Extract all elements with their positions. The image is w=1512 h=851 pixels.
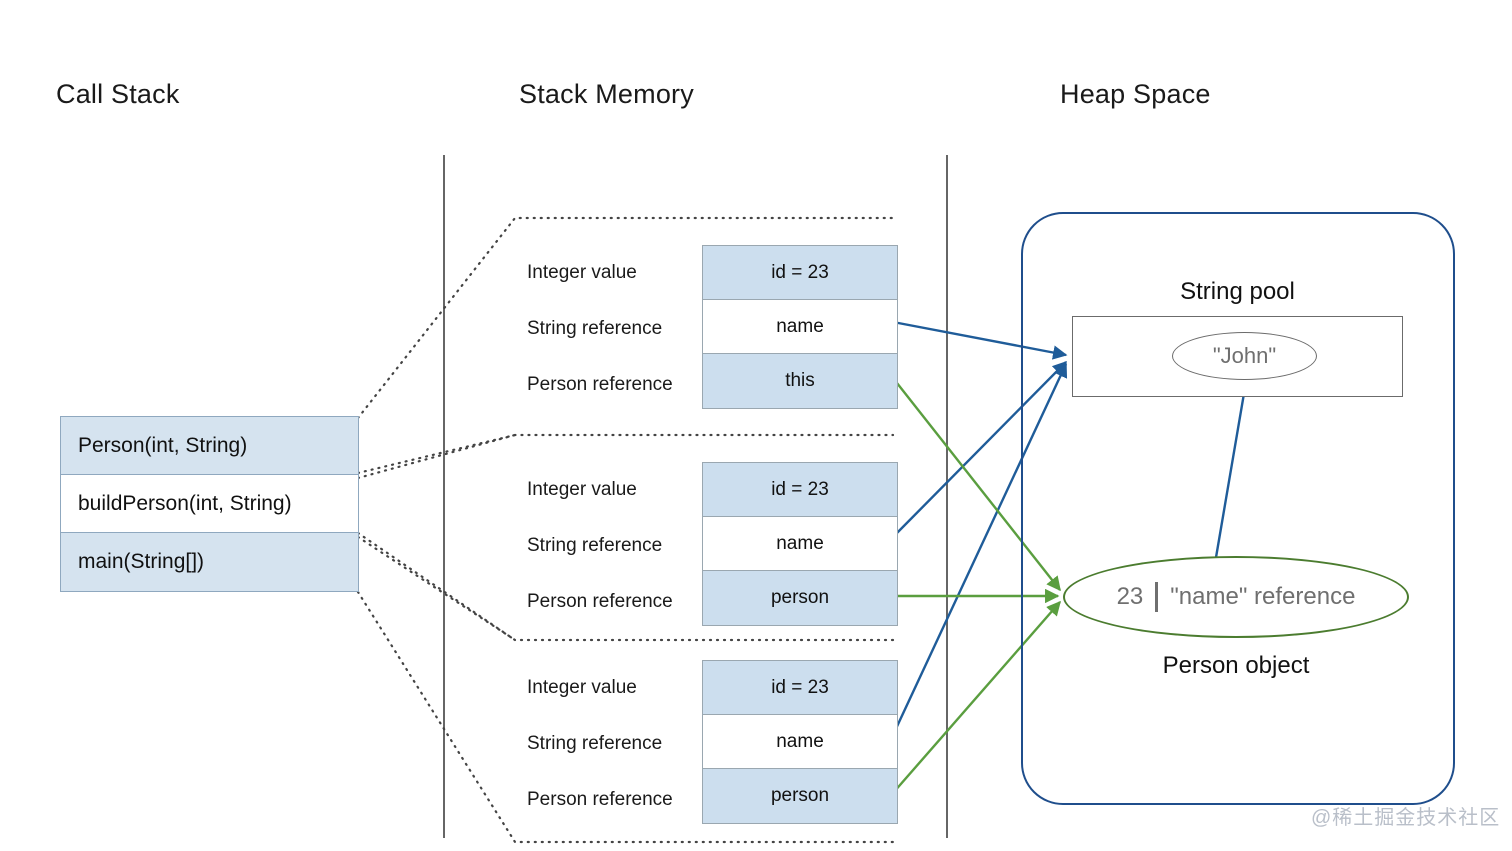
- call-stack-frame-person[interactable]: Person(int, String): [61, 417, 358, 475]
- stack-frame-2-cells: id = 23 name person: [702, 462, 898, 626]
- call-stack-frame-main[interactable]: main(String[]): [61, 533, 358, 591]
- person-object-id: 23: [1116, 583, 1144, 610]
- stack-frame-3-cells: id = 23 name person: [702, 660, 898, 824]
- string-pool-title: String pool: [1180, 278, 1295, 305]
- interned-string-john: "John": [1172, 332, 1317, 380]
- call-stack-frame-buildperson[interactable]: buildPerson(int, String): [61, 475, 358, 533]
- row-label-integer-value: Integer value: [527, 677, 637, 698]
- cell-integer-value: id = 23: [703, 463, 897, 517]
- heap-space-container: [1021, 212, 1455, 805]
- cell-string-reference: name: [703, 715, 897, 769]
- person-object-caption: Person object: [1162, 652, 1310, 679]
- row-label-person-reference: Person reference: [527, 591, 673, 612]
- stack-frame-1-cells: id = 23 name this: [702, 245, 898, 409]
- cell-string-reference: name: [703, 517, 897, 571]
- person-object-field-divider: [1155, 582, 1159, 612]
- call-stack-frame-label: buildPerson(int, String): [78, 491, 292, 515]
- watermark: @稀土掘金技术社区: [1311, 807, 1501, 829]
- row-label-person-reference: Person reference: [527, 789, 673, 810]
- call-stack-list: Person(int, String) buildPerson(int, Str…: [60, 416, 359, 592]
- row-label-integer-value: Integer value: [527, 262, 637, 283]
- cell-string-reference: name: [703, 300, 897, 354]
- section-title-heap-space: Heap Space: [1060, 79, 1211, 109]
- row-label-integer-value: Integer value: [527, 479, 637, 500]
- stack-frame-3-labels: Integer value String reference Person re…: [527, 660, 717, 828]
- call-stack-frame-label: main(String[]): [78, 550, 205, 573]
- row-label-string-reference: String reference: [527, 535, 663, 556]
- cell-integer-value: id = 23: [703, 246, 897, 300]
- call-stack-frame-label: Person(int, String): [78, 433, 248, 457]
- stack-frame-1-labels: Integer value String reference Person re…: [527, 245, 717, 413]
- row-label-string-reference: String reference: [527, 733, 663, 754]
- person-object-name-reference: "name" reference: [1170, 583, 1356, 610]
- row-label-person-reference: Person reference: [527, 374, 673, 395]
- cell-person-reference: person: [703, 769, 897, 823]
- section-title-stack-memory: Stack Memory: [519, 79, 694, 109]
- cell-person-reference: person: [703, 571, 897, 625]
- row-label-string-reference: String reference: [527, 318, 663, 339]
- cell-person-reference: this: [703, 354, 897, 408]
- person-object-ellipse: 23 "name" reference: [1063, 556, 1409, 638]
- stack-frame-2-labels: Integer value String reference Person re…: [527, 462, 717, 630]
- section-title-call-stack: Call Stack: [56, 79, 180, 109]
- cell-integer-value: id = 23: [703, 661, 897, 715]
